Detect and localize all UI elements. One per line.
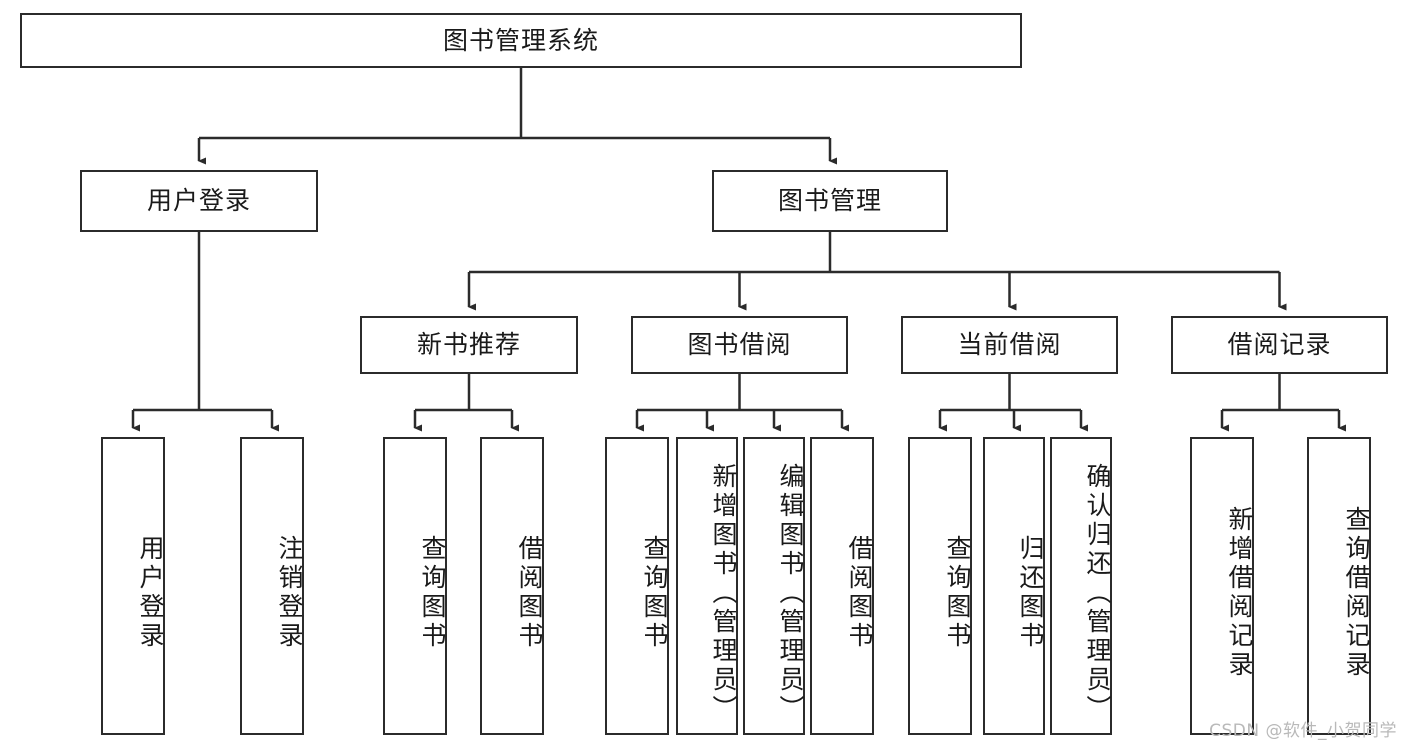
level3-node: 当前借阅 — [901, 316, 1118, 374]
node-label: 借阅图书 — [515, 535, 544, 651]
leaf-node: 新增借阅记录 — [1190, 437, 1254, 735]
root-node: 图书管理系统 — [20, 13, 1022, 68]
node-label: 借阅记录 — [1227, 330, 1332, 360]
leaf-node: 查询图书 — [605, 437, 669, 735]
node-label: 用户登录 — [136, 535, 165, 651]
node-label: 归还图书 — [1016, 535, 1045, 651]
leaf-node: 归还图书 — [983, 437, 1045, 735]
node-label: 当前借阅 — [957, 330, 1062, 360]
node-label: 图书管理系统 — [442, 25, 599, 55]
node-label: 查询图书 — [418, 535, 447, 651]
node-label: 注销登录 — [275, 535, 304, 651]
leaf-node: 查询图书 — [383, 437, 447, 735]
node-label: 新增图书（管理员） — [709, 462, 738, 724]
leaf-node: 新增图书（管理员） — [676, 437, 738, 735]
leaf-node: 借阅图书 — [480, 437, 544, 735]
node-label: 确认归还（管理员） — [1083, 462, 1112, 724]
leaf-node: 确认归还（管理员） — [1050, 437, 1112, 735]
leaf-node: 借阅图书 — [810, 437, 874, 735]
level3-node: 新书推荐 — [360, 316, 578, 374]
leaf-node: 查询图书 — [908, 437, 972, 735]
leaf-node: 注销登录 — [240, 437, 304, 735]
node-label: 查询图书 — [640, 535, 669, 651]
leaf-node: 用户登录 — [101, 437, 165, 735]
node-label: 查询借阅记录 — [1342, 506, 1371, 680]
node-label: 新增借阅记录 — [1225, 506, 1254, 680]
level2-node: 用户登录 — [80, 170, 318, 232]
level2-node: 图书管理 — [712, 170, 948, 232]
csdn-watermark: CSDN @软件_小贺同学 — [1209, 721, 1397, 741]
node-label: 借阅图书 — [845, 535, 874, 651]
node-label: 新书推荐 — [416, 330, 521, 360]
level3-node: 图书借阅 — [631, 316, 848, 374]
leaf-node: 查询借阅记录 — [1307, 437, 1371, 735]
node-label: 查询图书 — [943, 535, 972, 651]
node-label: 图书借阅 — [687, 330, 792, 360]
node-label: 用户登录 — [146, 186, 251, 216]
node-label: 编辑图书（管理员） — [776, 462, 805, 724]
node-label: 图书管理 — [777, 186, 882, 216]
level3-node: 借阅记录 — [1171, 316, 1388, 374]
leaf-node: 编辑图书（管理员） — [743, 437, 805, 735]
